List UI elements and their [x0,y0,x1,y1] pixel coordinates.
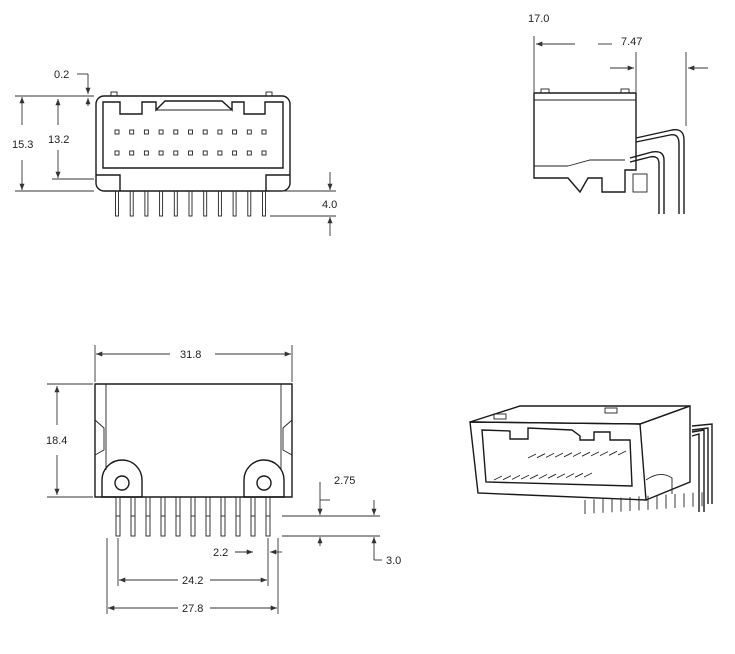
contact [493,475,503,481]
contact-cavity [261,150,267,156]
contact [529,474,539,480]
dim-bottom-row-span: 24.2 [182,575,203,587]
pins [115,190,266,217]
pins [115,496,271,537]
contact-cavity [246,129,252,135]
pin [145,496,151,537]
contact [547,473,557,479]
contact [556,473,566,479]
pins [584,492,703,514]
contact-cavity [232,150,238,156]
contact [617,450,627,456]
contact [565,473,575,479]
dim-side-pin-offset: 7.47 [621,36,642,48]
contact-rows [493,450,627,481]
pin [205,496,211,537]
contact-cavity [129,150,135,156]
contact [545,452,555,458]
front-view: 0.2 15.3 13.2 4.0 [12,69,337,236]
contact-cavity [143,129,149,135]
pin [144,190,149,217]
contact [608,450,618,456]
contact-cavity [217,129,223,135]
pin [159,190,164,217]
dim-bottom-row-offset: 2.75 [334,475,355,487]
contact [563,452,573,458]
contact [536,453,546,459]
contact [511,474,521,480]
contact-cavity [129,129,135,135]
contact [599,451,609,457]
contact-cavity [173,129,179,135]
contact-cavity [246,150,252,156]
contact-cavity [158,129,164,135]
contact-cavity [202,150,208,156]
pin [115,496,121,537]
contact-cavity [217,150,223,156]
pin [173,190,178,217]
bottom-view: 31.8 18.4 2.75 3.0 2.2 24.2 [46,345,401,615]
isometric-view [469,405,713,514]
contact [527,453,537,459]
pin [188,190,193,217]
pin [235,496,241,537]
contact [502,475,512,481]
contact-cavity [114,129,120,135]
contact [520,474,530,480]
contact-cavity [158,150,164,156]
pin [232,190,237,217]
contact [590,451,600,457]
contact-cavity [202,129,208,135]
pin [220,496,226,537]
contact-cavities [114,129,267,156]
dim-front-body-height: 13.2 [48,134,69,146]
dim-side-depth: 17.0 [528,13,549,25]
dim-bottom-width: 31.8 [180,349,201,361]
dim-bottom-tail-length: 3.0 [386,555,401,567]
pin [175,496,181,537]
dim-bottom-pitch: 2.2 [213,547,228,559]
contact-cavity [232,129,238,135]
contact-cavity [143,150,149,156]
pin [129,190,134,217]
contact-cavity [188,129,193,135]
dim-bottom-height: 18.4 [46,435,67,447]
pin [217,190,222,217]
contact-cavity [114,150,120,156]
pin [250,496,256,537]
contact [581,451,591,457]
contact-cavity [261,129,267,135]
contact [574,472,584,478]
pin [265,496,271,537]
contact [538,474,548,479]
contact-cavity [173,150,179,156]
pin [160,496,166,537]
dim-bottom-overall-span: 27.8 [182,603,203,615]
contact [572,452,582,457]
pin [262,190,266,217]
dim-front-overall-height: 15.3 [12,139,33,151]
contact [583,472,593,478]
side-view: 17.0 7.47 [528,13,708,214]
dim-front-pin-length: 4.0 [322,199,337,211]
pin [130,496,136,537]
pin [190,496,196,537]
dim-front-top-offset: 0.2 [54,69,69,81]
pin [115,190,119,217]
pin [247,190,252,217]
contact [554,452,564,458]
contact-cavity [188,150,193,156]
pin [203,190,208,217]
